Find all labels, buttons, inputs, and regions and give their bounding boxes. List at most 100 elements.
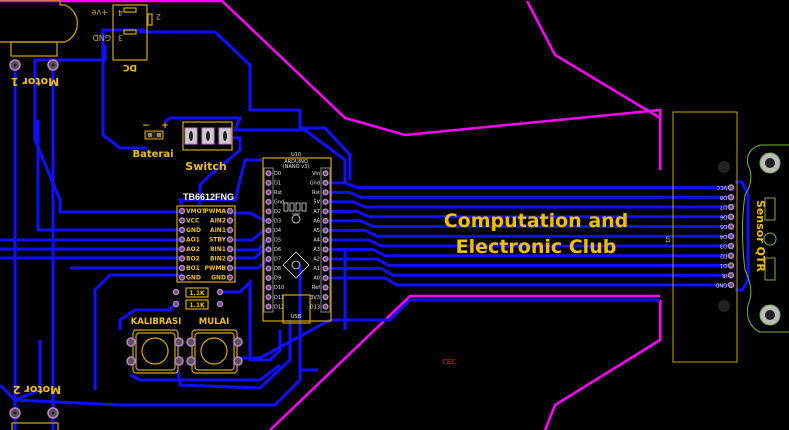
sensor-pin-label: D3 (720, 243, 727, 249)
driver-pin (178, 274, 186, 281)
battery-label: Baterai (132, 149, 173, 160)
driver-pin (226, 274, 234, 281)
arduino-pin (265, 208, 272, 215)
arduino-pin-label: D2 (274, 209, 281, 215)
arduino-pin-label: 5V (313, 200, 320, 206)
arduino-pin-label: D4 (274, 228, 281, 234)
copper-traces (0, 28, 750, 430)
driver-pin (226, 217, 234, 224)
arduino-pin (322, 294, 329, 301)
bus-trace (325, 219, 731, 228)
bus-trace (325, 247, 731, 258)
driver-pin-label: GND (186, 275, 201, 282)
sensor-pin-label: D1 (720, 262, 727, 268)
arduino-pin (322, 303, 329, 310)
driver-pin-label: GND (211, 275, 226, 282)
sensor-pin-label: VCC (716, 184, 727, 190)
arduino-pin (322, 274, 329, 282)
bus-trace (325, 200, 731, 209)
arduino-pin-label: A1 (313, 266, 320, 272)
arduino-pin-label: A4 (313, 238, 320, 244)
bus-trace (325, 209, 731, 219)
driver-pin-label: PWMB (204, 265, 226, 272)
arduino-pin-label: D7 (274, 257, 281, 263)
arduino-pin (322, 255, 329, 263)
arduino-pin-label: A0 (313, 276, 320, 282)
arduino-pin-label: A6 (313, 219, 320, 225)
dc-pin3-name: GND (93, 33, 111, 42)
switch-label: Switch (185, 160, 226, 173)
arduino-pin-label: D12 (274, 304, 284, 310)
driver-pin (178, 226, 186, 234)
button-mulai[interactable]: MULAI (186, 317, 243, 374)
arduino-pin (265, 294, 272, 301)
arduino-pin (322, 198, 329, 205)
sensor-ref: U1 (664, 236, 670, 243)
arduino-pin-label: D3 (274, 219, 281, 225)
driver-pin (178, 264, 186, 272)
arduino-pin (322, 179, 329, 186)
bus-trace (325, 276, 731, 287)
arduino-pin (265, 265, 272, 272)
sensor-pin (727, 194, 735, 201)
sensor-pin (727, 223, 735, 230)
driver-pin (226, 236, 234, 243)
arduino-pin (322, 227, 329, 234)
sensor-pin (727, 272, 735, 279)
club-title-line1: Computation and (444, 210, 629, 232)
sensor-pin-label: D7 (720, 204, 727, 210)
arduino-pin-label: D1 (274, 181, 281, 187)
arduino-nano: U10 ARDUINO (NANO v3) USB D0D1RstGndD2D3… (262, 152, 332, 324)
arduino-pin (265, 217, 272, 224)
motor-driver-tb6612fng: TB6612FNG VMOTVCCGNDAO1AO2BO2BO1GNDPWMAA… (176, 192, 236, 283)
arduino-pin (265, 170, 272, 177)
motor-2-label: Motor 2 (13, 383, 61, 396)
arduino-pin (265, 198, 272, 205)
sensor-pin (727, 252, 735, 259)
arduino-pin (265, 179, 272, 186)
sensor-pin (727, 203, 735, 211)
arduino-pin-label: A5 (313, 228, 320, 234)
dc-pin4-name: +ve (92, 8, 108, 17)
driver-pin-label: BO2 (186, 256, 200, 263)
button-kalibrasi[interactable]: KALIBRASI (126, 317, 184, 374)
board-outline (0, 0, 662, 430)
arduino-pin-label: Vin (312, 171, 320, 177)
driver-pin (226, 255, 234, 262)
arduino-pin-label: D5 (274, 238, 281, 244)
sensor-bus (325, 181, 731, 287)
arduino-ref: U10 (291, 152, 301, 158)
dc-jack: 4 +ve 3 GND 2 DC (92, 4, 161, 72)
driver-pin (226, 226, 234, 234)
sensor-label: Sensor QTR (754, 200, 767, 272)
button-mulai-label: MULAI (199, 317, 230, 327)
sensor-pin (727, 262, 735, 269)
arduino-pin (322, 284, 329, 291)
battery-minus: − (142, 121, 150, 131)
sensor-pin-label: GND (715, 282, 727, 288)
arduino-pin-label: 3V3 (310, 295, 320, 301)
arduino-pin-label: Rst (274, 190, 282, 196)
driver-pin-label: BO1 (186, 265, 200, 272)
arduino-pin-label: A7 (313, 209, 320, 215)
arduino-pin-label: Gnd (274, 200, 284, 206)
driver-pin (226, 264, 234, 272)
dc-pin4-number: 4 (118, 8, 123, 17)
driver-pin (178, 217, 186, 224)
arduino-pin-label: Ref (312, 285, 320, 291)
arduino-pin-label: Rst (312, 190, 320, 196)
arduino-pin (322, 246, 329, 253)
battery-plus: + (161, 121, 169, 131)
bus-trace (325, 238, 731, 248)
driver-pin (226, 207, 234, 215)
sensor-pin (727, 233, 735, 240)
bus-trace (325, 228, 731, 238)
motor-1-label: Motor 1 (11, 75, 59, 88)
arduino-pin (265, 303, 272, 310)
driver-pin-label: BIN2 (210, 256, 226, 263)
dc-pin3-number: 3 (118, 33, 123, 42)
dc-pin2-number: 2 (156, 12, 161, 21)
arduino-pin (265, 255, 272, 263)
driver-pin-label: AO1 (186, 237, 200, 244)
button-kalibrasi-label: KALIBRASI (131, 317, 182, 327)
